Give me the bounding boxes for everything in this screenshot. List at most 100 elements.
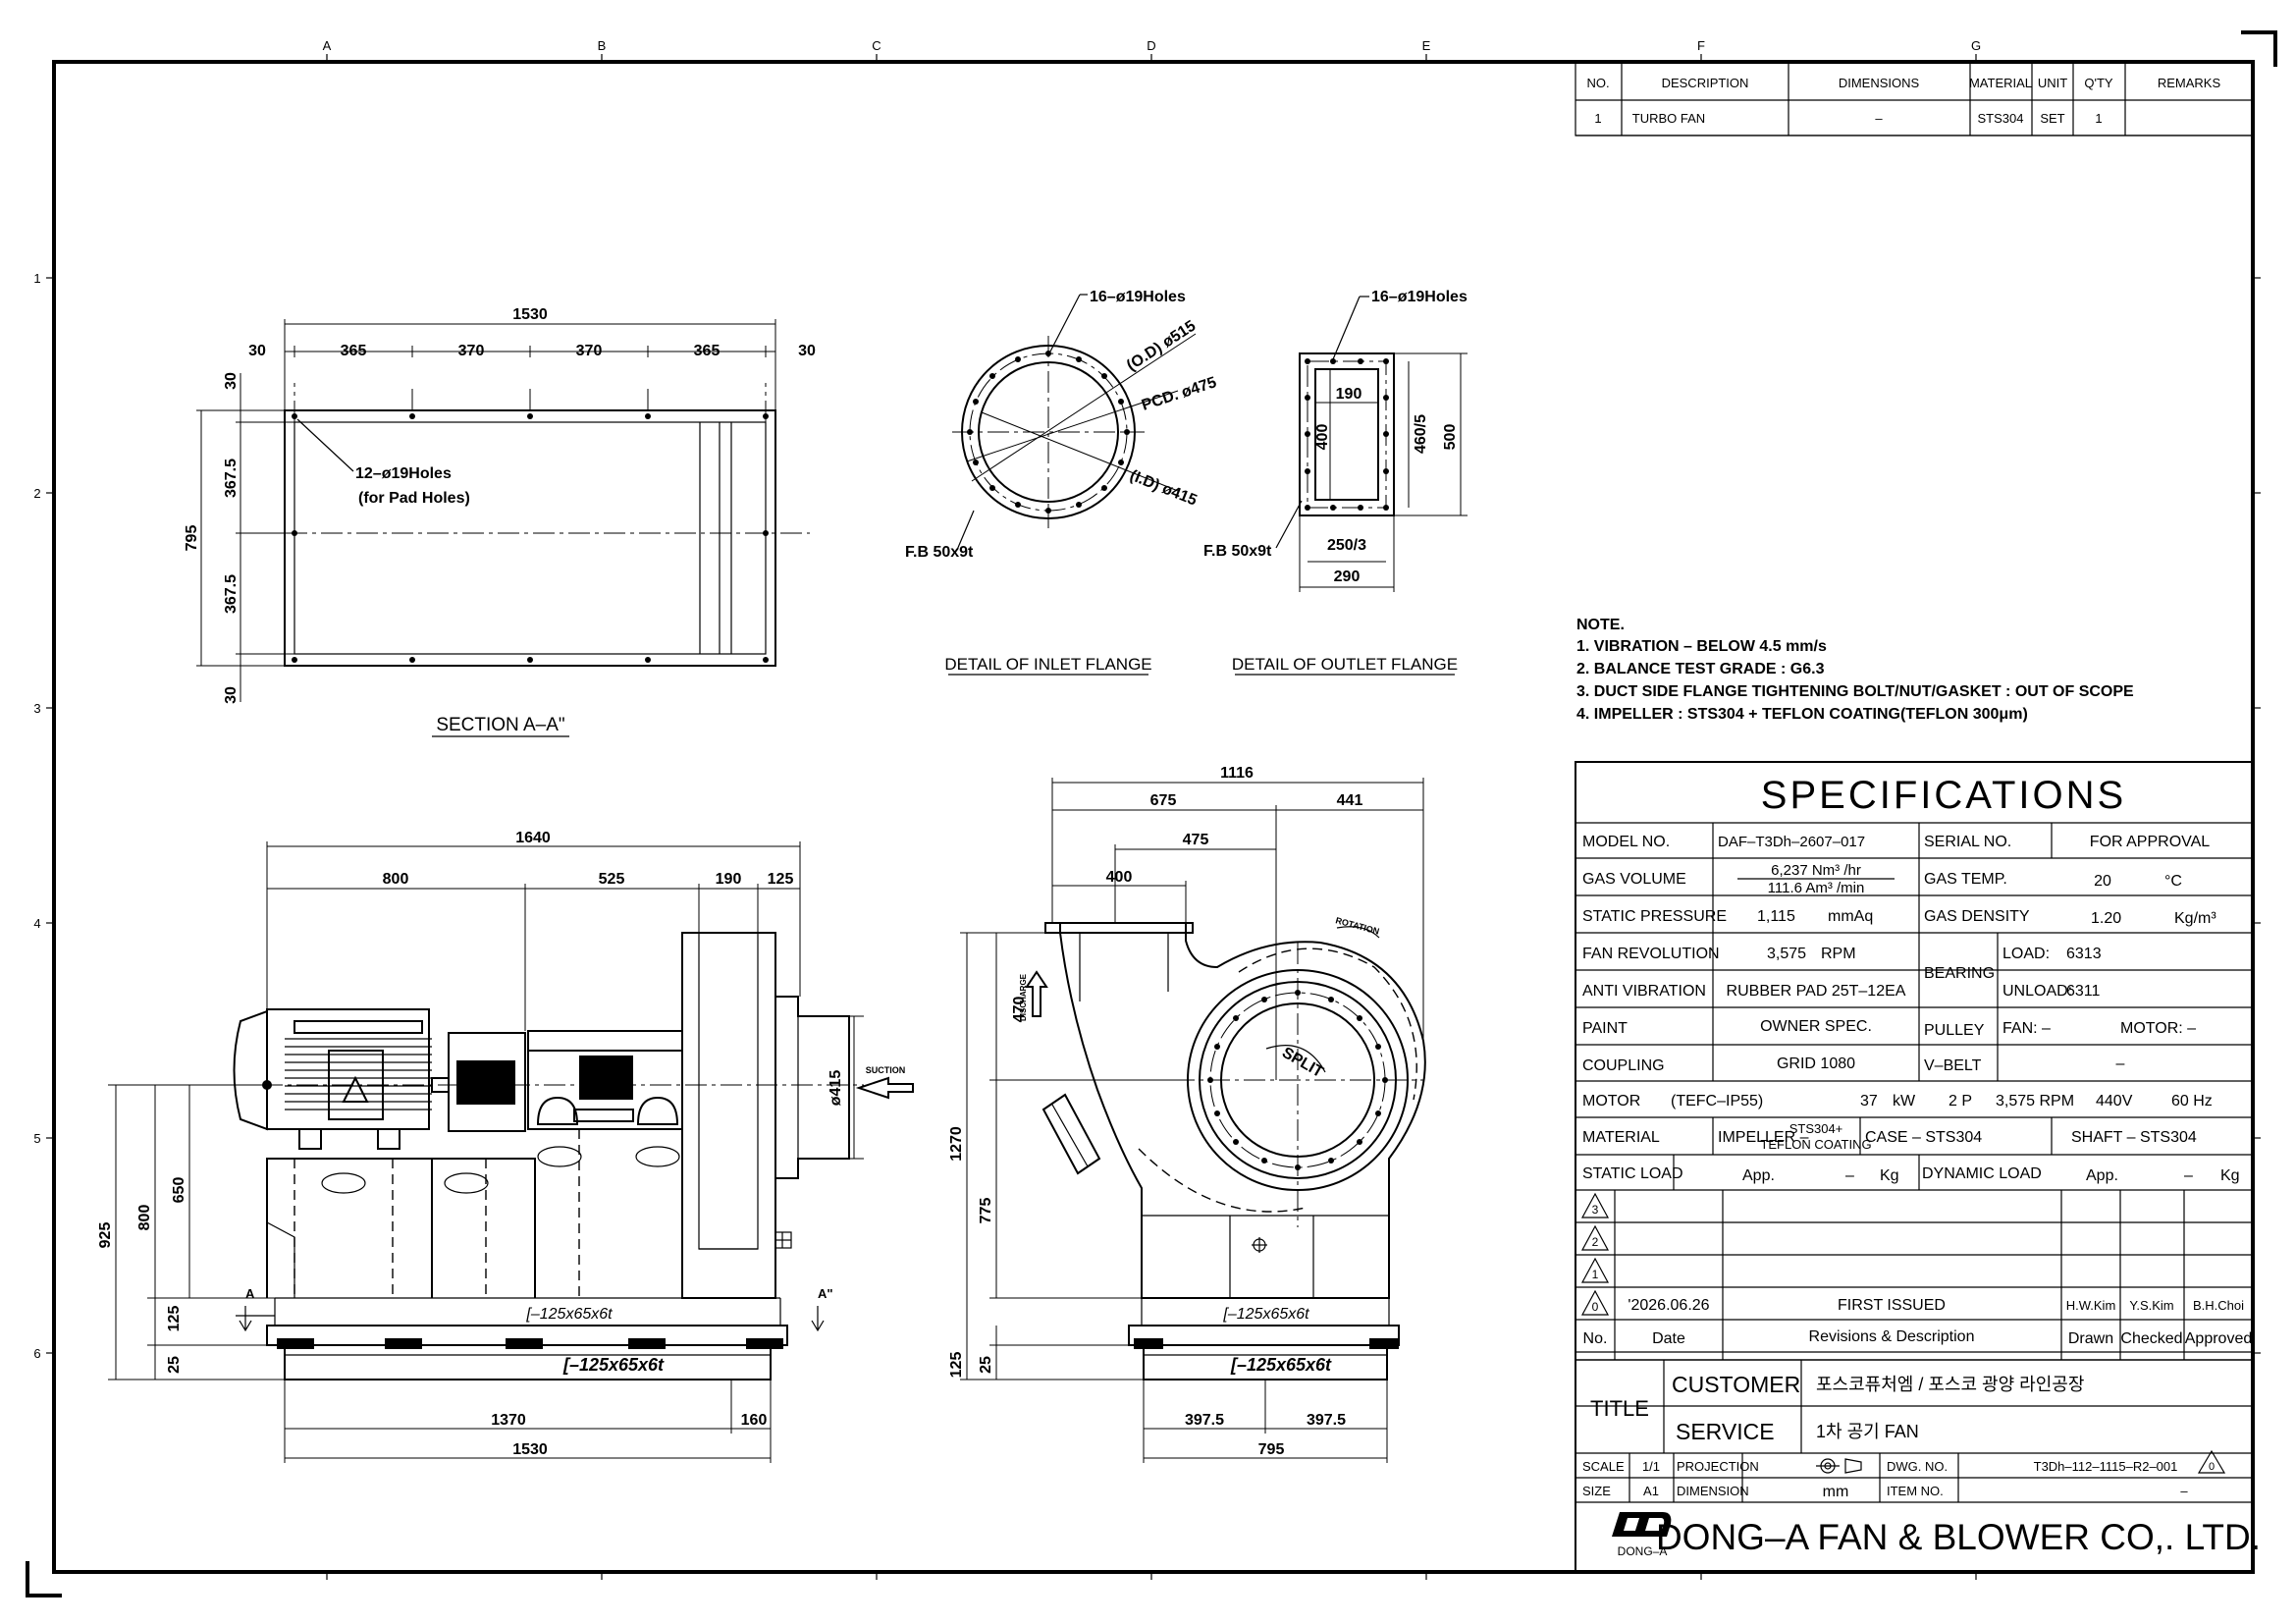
spec-paint-label: PAINT — [1582, 1020, 1628, 1037]
front-rotation-label: ROTATION — [1334, 915, 1380, 936]
section-dim-seg-2: 365 — [341, 343, 367, 359]
front-dim-125: 125 — [948, 1352, 965, 1379]
side-dim-overall: 1640 — [515, 830, 551, 846]
revision-date-0: '2026.06.26 — [1628, 1297, 1709, 1314]
scale-value: 1/1 — [1642, 1459, 1660, 1474]
row-label-5: 5 — [33, 1131, 40, 1146]
dimension-value: mm — [1823, 1484, 1849, 1500]
section-dim-seg-1: 30 — [248, 343, 266, 359]
parts-header-no: NO. — [1586, 76, 1609, 90]
spec-pulley-motor: MOTOR: – — [2120, 1020, 2196, 1037]
side-section-mark-a2: A" — [818, 1286, 833, 1301]
spec-motor-kw-unit: kW — [1893, 1093, 1916, 1110]
side-dim-inlet-dia: ø415 — [828, 1070, 844, 1107]
parts-cell-material: STS304 — [1978, 111, 2024, 126]
size-label: SIZE — [1582, 1484, 1611, 1498]
section-dim-seg-6: 30 — [798, 343, 816, 359]
outlet-dim-h-inner: 400 — [1314, 424, 1331, 451]
section-dim-left-4: 30 — [223, 686, 240, 704]
spec-motor-voltage: 440V — [2096, 1093, 2133, 1110]
parts-header-unit: UNIT — [2038, 76, 2067, 90]
company-logo-text: DONG–A — [1618, 1544, 1668, 1558]
front-dim-795: 795 — [1258, 1441, 1285, 1458]
spec-sload-app: App. — [1742, 1167, 1775, 1184]
spec-coupling-label: COUPLING — [1582, 1057, 1665, 1074]
spec-rev-value: 3,575 — [1767, 946, 1806, 962]
col-label-e: E — [1422, 38, 1431, 53]
spec-sload-value: – — [1845, 1167, 1854, 1184]
inlet-od-label: (O.D) ø515 — [1124, 317, 1199, 374]
section-a-a-view: 1530 30 365 370 370 365 30 795 30 367.5 … — [184, 306, 816, 737]
spec-bearing-load-value: 6313 — [2066, 946, 2102, 962]
projection-label: PROJECTION — [1677, 1459, 1759, 1474]
spec-static-value: 1,115 — [1757, 908, 1795, 925]
spec-motor-hz: 60 Hz — [2171, 1093, 2213, 1110]
revision-header-desc: Revisions & Description — [1809, 1328, 1975, 1345]
outlet-bolt-holes — [1305, 358, 1389, 511]
section-dim-seg-5: 365 — [694, 343, 721, 359]
spec-antivib-label: ANTI VIBRATION — [1582, 983, 1706, 1000]
inlet-flange-title: DETAIL OF INLET FLANGE — [944, 655, 1151, 674]
parts-cell-description: TURBO FAN — [1632, 111, 1705, 126]
spec-rev-label: FAN REVOLUTION — [1582, 946, 1720, 962]
side-dim-125v: 125 — [166, 1306, 183, 1332]
row-label-2: 2 — [33, 486, 40, 501]
spec-dload-label: DYNAMIC LOAD — [1922, 1165, 2042, 1182]
spec-density-unit: Kg/m³ — [2174, 910, 2216, 927]
title-block: TITLE CUSTOMER 포스코퓨처엠 / 포스코 광양 라인공장 SERV… — [1575, 1360, 2261, 1558]
spec-gasvol-1: 6,237 Nm³ /hr — [1771, 862, 1861, 879]
spec-gastemp-label: GAS TEMP. — [1924, 871, 2007, 888]
dwg-no-label: DWG. NO. — [1887, 1459, 1948, 1474]
spec-gastemp-value: 20 — [2094, 873, 2111, 890]
revision-table: 3 2 1 0 '2026.06.26 FIRST ISSUED H.W.Kim… — [1580, 1192, 2253, 1347]
row-label-1: 1 — [33, 271, 40, 286]
side-dim-125: 125 — [768, 871, 794, 888]
customer-value: 포스코퓨처엠 / 포스코 광양 라인공장 — [1816, 1375, 2084, 1394]
specifications-table: SPECIFICATIONS — [1575, 761, 2254, 1573]
spec-impeller-label: IMPELLER – — [1718, 1129, 1809, 1146]
spec-bearing-label: BEARING — [1924, 965, 1995, 982]
parts-cell-no: 1 — [1594, 111, 1601, 126]
specs-title: SPECIFICATIONS — [1761, 774, 2126, 817]
revision-header-approved: Approved — [2185, 1330, 2253, 1347]
spec-antivib-value: RUBBER PAD 25T–12EA — [1727, 983, 1906, 1000]
item-no-value: – — [2180, 1484, 2188, 1498]
spec-static-label: STATIC PRESSURE — [1582, 908, 1727, 925]
revision-no-1: 1 — [1592, 1268, 1599, 1281]
side-dim-25: 25 — [166, 1356, 183, 1374]
row-label-4: 4 — [33, 916, 40, 931]
front-view: [–125x65x6t [–125x65x6t SPLIT ROTATION — [948, 765, 1426, 1463]
front-dim-675: 675 — [1150, 792, 1177, 809]
company-name: DONG–A FAN & BLOWER CO,. LTD. — [1656, 1517, 2261, 1557]
side-channel-lower: [–125x65x6t — [562, 1355, 665, 1375]
row-label-6: 6 — [33, 1346, 40, 1361]
spec-motor-type: (TEFC–IP55) — [1671, 1093, 1763, 1110]
spec-paint-value: OWNER SPEC. — [1760, 1018, 1872, 1035]
col-label-c: C — [872, 38, 881, 53]
section-holes-note-2: (for Pad Holes) — [358, 490, 470, 507]
parts-table: NO. DESCRIPTION DIMENSIONS MATERIAL UNIT… — [1575, 61, 2254, 136]
item-no-label: ITEM NO. — [1887, 1484, 1944, 1498]
side-section-mark-a: A — [245, 1286, 255, 1301]
col-label-d: D — [1147, 38, 1155, 53]
outlet-dim-h-outer: 500 — [1442, 424, 1459, 451]
inlet-flange-view: 16–ø19Holes (O.D) ø515 PCD. ø475 (I.D) ø… — [905, 289, 1219, 676]
outlet-flange-title: DETAIL OF OUTLET FLANGE — [1232, 655, 1458, 674]
spec-bearing-unload: UNLOAD: — [2002, 983, 2072, 1000]
row-label-3: 3 — [33, 701, 40, 716]
col-label-b: B — [598, 38, 607, 53]
title-label: TITLE — [1590, 1396, 1649, 1421]
spec-dload-app: App. — [2086, 1167, 2118, 1184]
spec-motor-kw: 37 — [1860, 1093, 1878, 1110]
customer-label: CUSTOMER — [1672, 1372, 1800, 1397]
side-suction-label: SUCTION — [866, 1065, 906, 1075]
col-label-a: A — [323, 38, 332, 53]
front-dim-overall: 1116 — [1220, 765, 1254, 782]
revision-checked-0: Y.S.Kim — [2129, 1298, 2173, 1313]
side-dim-190: 190 — [716, 871, 742, 888]
parts-header-description: DESCRIPTION — [1662, 76, 1749, 90]
spec-gasvol-2: 111.6 Am³ /min — [1768, 880, 1865, 896]
spec-pulley-label: PULLEY — [1924, 1022, 1985, 1039]
front-dim-1270: 1270 — [948, 1126, 965, 1162]
